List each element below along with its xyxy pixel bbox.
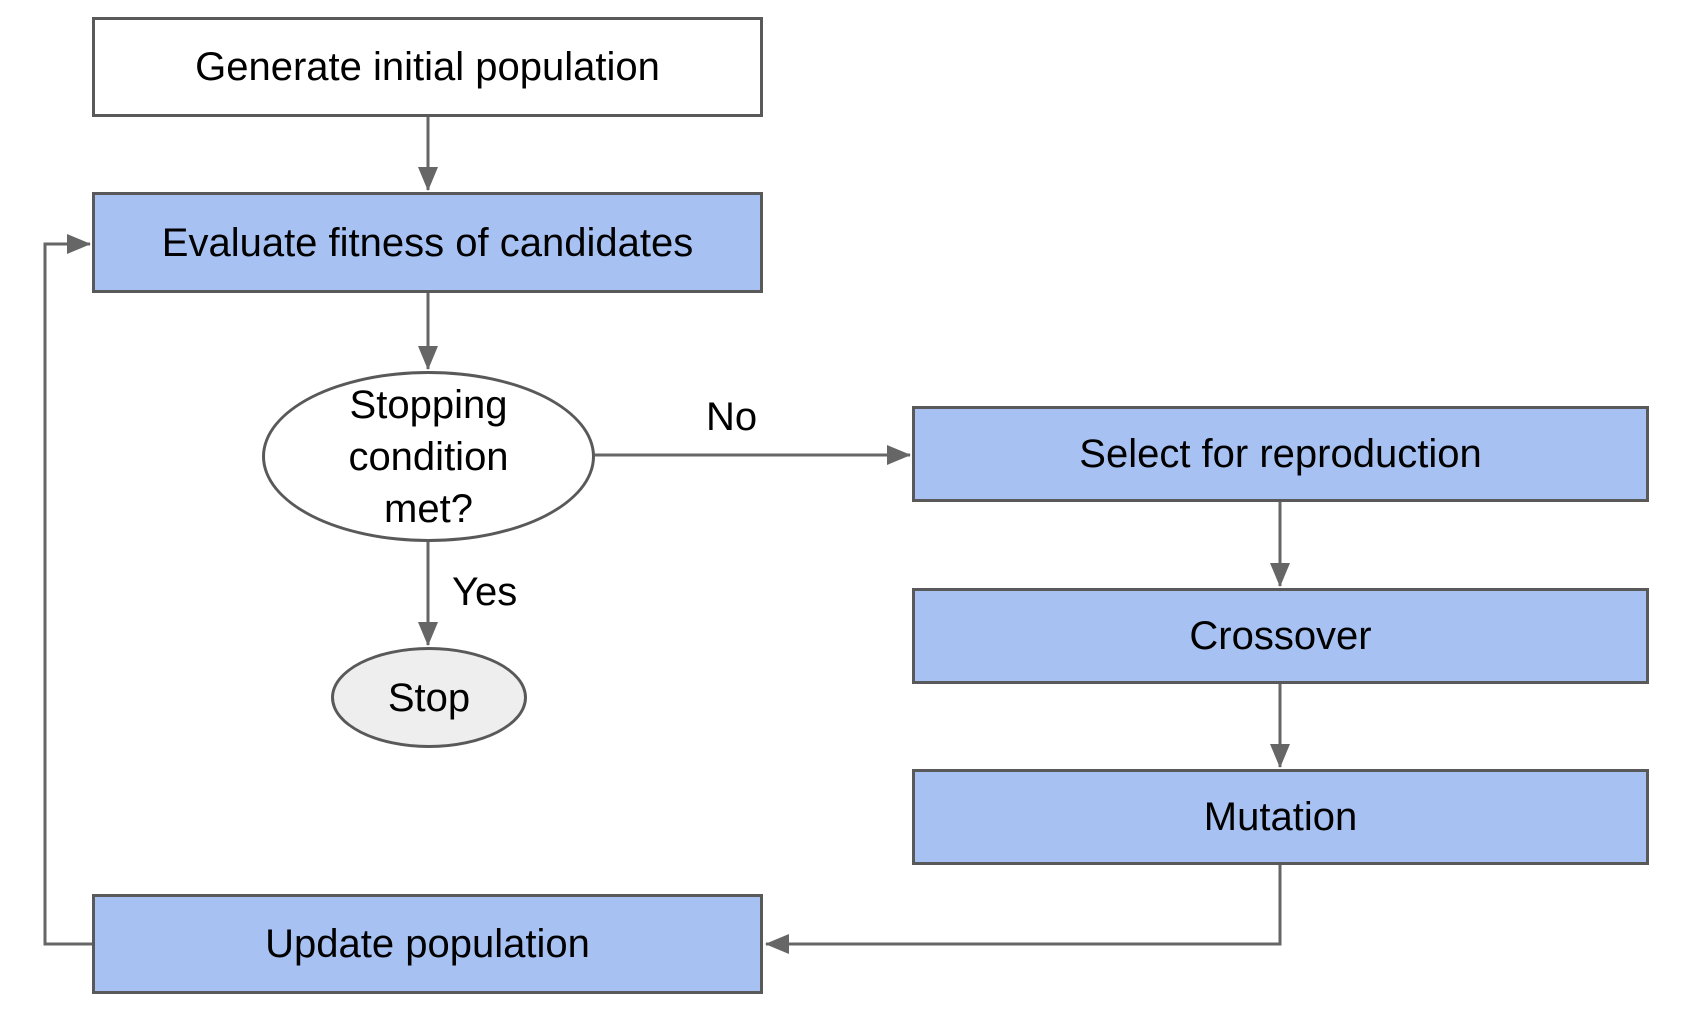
- node-update-population: Update population: [92, 894, 763, 994]
- edge-label-no: No: [706, 395, 758, 439]
- node-label-line: condition: [348, 434, 509, 479]
- node-stopping-condition-decision: Stopping condition met?: [262, 371, 595, 542]
- edge-mutation-to-update: [765, 865, 1282, 954]
- node-label-line: Stopping: [349, 382, 508, 427]
- node-label: Mutation: [1203, 795, 1358, 839]
- node-select-for-reproduction: Select for reproduction: [912, 406, 1649, 502]
- node-stop-terminator: Stop: [331, 647, 527, 748]
- node-label: Update population: [265, 922, 590, 966]
- node-generate-initial-population: Generate initial population: [92, 17, 763, 117]
- node-crossover: Crossover: [912, 588, 1649, 684]
- node-label: Generate initial population: [195, 45, 660, 89]
- node-label-line: met?: [384, 486, 473, 531]
- node-label: Evaluate fitness of candidates: [161, 220, 694, 265]
- node-label: Stop: [387, 675, 471, 720]
- node-label: Select for reproduction: [1079, 432, 1482, 476]
- edge-label-yes: Yes: [452, 570, 518, 614]
- node-mutation: Mutation: [912, 769, 1649, 865]
- node-evaluate-fitness: Evaluate fitness of candidates: [92, 192, 763, 293]
- node-label: Crossover: [1189, 614, 1372, 658]
- edge-update-to-evaluate-loop: [43, 234, 92, 946]
